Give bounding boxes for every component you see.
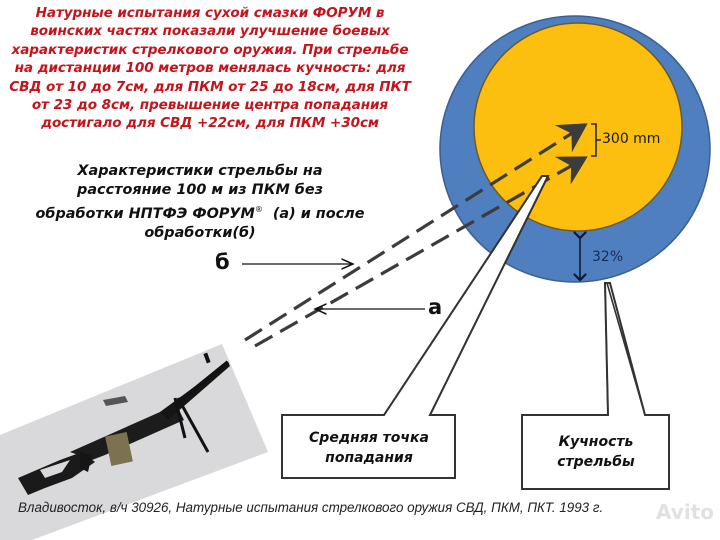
subtitle-fragment: (а) и после bbox=[262, 205, 365, 222]
weapon-photo bbox=[0, 344, 268, 540]
summary-line: от 23 до 8см, превышение центра попадани… bbox=[31, 97, 389, 114]
subtitle-line: обработки НПТФЭ ФОРУМ® (а) и после bbox=[30, 200, 370, 224]
registered-mark: ® bbox=[254, 205, 263, 214]
footer-caption: Владивосток, в/ч 30926, Натурные испытан… bbox=[18, 500, 604, 515]
trajectory-label-a: а bbox=[428, 295, 443, 319]
callout-line: Кучность bbox=[558, 434, 634, 450]
trajectory-b bbox=[244, 123, 588, 342]
diagram-subtitle: Характеристики стрельбы на расстояние 10… bbox=[30, 162, 370, 243]
dispersion-label: 32% bbox=[592, 249, 624, 265]
offset-label: 300 mm bbox=[602, 131, 661, 147]
offset-bracket bbox=[591, 123, 601, 157]
subtitle-line: обработки(б) bbox=[144, 224, 256, 241]
subtitle-fragment: обработки НПТФЭ ФОРУМ bbox=[35, 205, 255, 222]
avito-watermark: Avito bbox=[656, 500, 714, 524]
callout-line: стрельбы bbox=[557, 454, 635, 470]
mean-point-callout-text: Средняя точка попадания bbox=[284, 428, 454, 468]
trajectory-label-b: б bbox=[215, 250, 230, 274]
summary-line: достигало для СВД +22см, для ПКМ +30см bbox=[41, 115, 379, 132]
summary-line: на дистанции 100 метров менялась кучност… bbox=[14, 60, 406, 77]
inner-dispersion-circle bbox=[473, 22, 683, 232]
callout-line: Средняя точка bbox=[309, 430, 429, 446]
grouping-callout-text: Кучность стрельбы bbox=[524, 432, 668, 472]
test-summary-text: Натурные испытания сухой смазки ФОРУМ в … bbox=[0, 4, 420, 133]
summary-line: Натурные испытания сухой смазки ФОРУМ в bbox=[35, 5, 385, 21]
summary-line: характеристик стрелкового оружия. При ст… bbox=[11, 41, 409, 58]
callout-line: попадания bbox=[325, 450, 413, 466]
subtitle-line: расстояние 100 м из ПКМ без bbox=[77, 182, 323, 198]
summary-line: воинских частях показали улучшение боевы… bbox=[30, 23, 390, 40]
subtitle-line: Характеристики стрельбы на bbox=[77, 163, 323, 179]
trajectory-a bbox=[254, 156, 588, 348]
summary-line: СВД от 10 до 7см, для ПКМ от 25 до 18см,… bbox=[9, 78, 411, 95]
